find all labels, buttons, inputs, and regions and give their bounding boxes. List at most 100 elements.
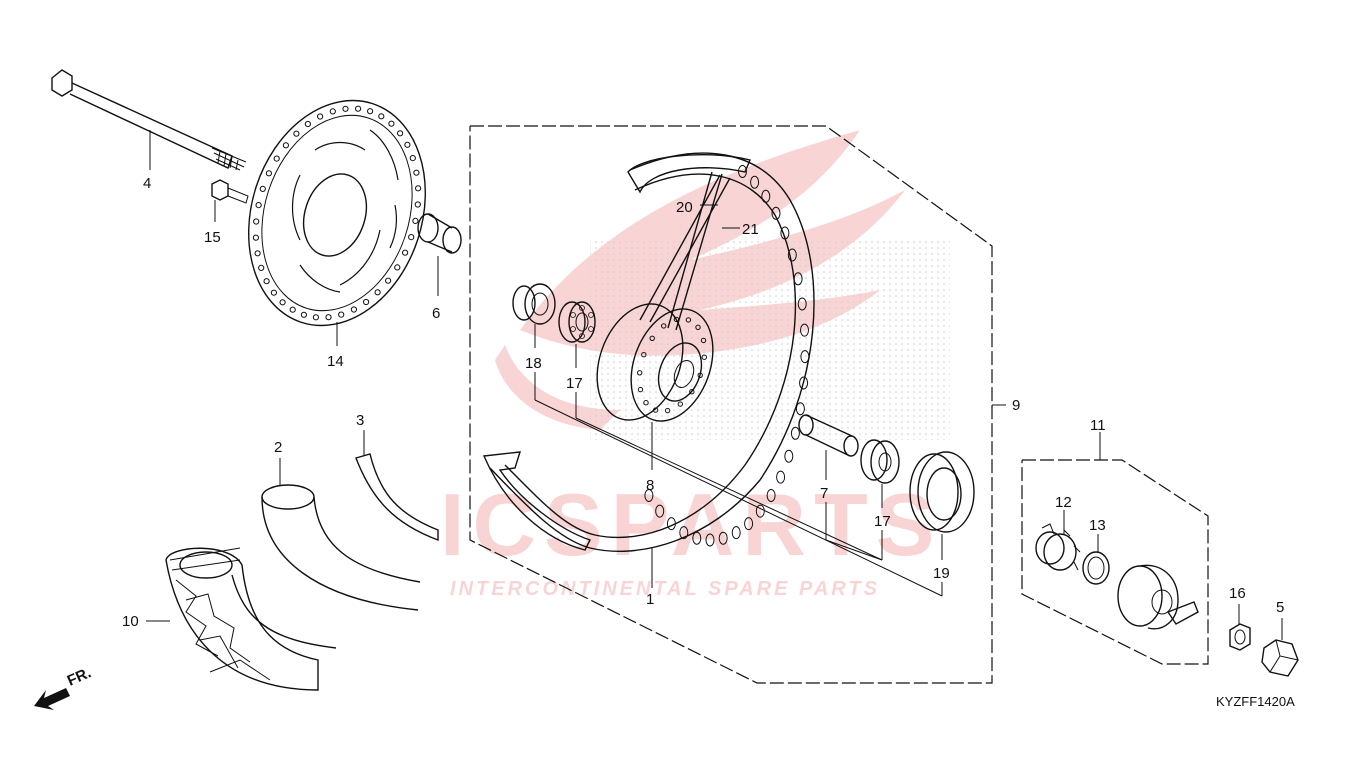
hub-spoke-hole xyxy=(661,323,667,329)
spokes-part xyxy=(639,171,740,331)
callout-7: 7 xyxy=(820,485,828,502)
hub-spoke-hole xyxy=(685,317,692,323)
disc-vent-hole xyxy=(317,113,324,120)
disc-vent-hole xyxy=(367,108,374,115)
watermark-brand: ICSPARTS xyxy=(440,475,942,574)
disc-vent-hole xyxy=(385,277,392,284)
disc-vent-hole xyxy=(263,278,270,285)
rim-spoke-hole xyxy=(795,402,805,416)
front-mark: FR. xyxy=(65,664,94,689)
disc-vent-hole xyxy=(412,217,419,224)
gear-retainer-part xyxy=(1035,510,1081,571)
washer-part xyxy=(1082,534,1110,585)
watermark: ICSPARTS INTERCONTINENTAL SPARE PARTS xyxy=(440,130,950,600)
hub-spoke-hole xyxy=(701,354,707,360)
rim-spoke-hole xyxy=(780,226,790,240)
disc-vent-hole xyxy=(355,105,362,112)
bearing-part-right xyxy=(860,439,900,508)
rim-spoke-hole xyxy=(731,526,741,540)
disc-vent-hole xyxy=(254,250,261,257)
hub-spoke-hole xyxy=(637,386,644,393)
gearbox-frame xyxy=(1021,459,1209,665)
rim-spoke-hole xyxy=(761,189,771,203)
callout-8: 8 xyxy=(646,477,654,494)
rim-spoke-hole xyxy=(799,376,809,390)
callout-9: 9 xyxy=(1012,397,1020,414)
hub-spoke-hole xyxy=(673,316,680,323)
callout-14: 14 xyxy=(327,353,344,370)
disc-vent-hole xyxy=(255,202,262,209)
hub-spoke-hole xyxy=(664,407,671,414)
dust-seal-part xyxy=(909,451,975,560)
callout-18: 18 xyxy=(525,355,542,372)
rim-spoke-hole xyxy=(644,489,654,502)
disc-vent-hole xyxy=(253,218,260,225)
rim-spoke-hole xyxy=(800,350,810,364)
disc-vent-hole xyxy=(265,170,272,177)
axle-nut-part xyxy=(1229,604,1251,651)
callout-4: 4 xyxy=(143,175,151,192)
disc-vent-hole xyxy=(325,314,332,321)
disc-vent-hole xyxy=(293,130,300,137)
hub-spoke-hole xyxy=(695,324,701,330)
disc-vent-hole xyxy=(394,264,401,271)
hub-spoke-hole xyxy=(637,370,643,376)
hub-spoke-hole xyxy=(700,337,707,344)
disc-vent-hole xyxy=(374,289,381,296)
rim-spoke-hole xyxy=(738,165,747,178)
disc-vent-hole xyxy=(300,311,307,318)
callout-6: 6 xyxy=(432,305,440,322)
callout-11: 11 xyxy=(1090,417,1106,434)
diagram-code: KYZFF1420A xyxy=(1216,694,1295,709)
rim-spoke-hole xyxy=(776,470,786,484)
disc-vent-hole xyxy=(408,234,415,241)
disc-vent-hole xyxy=(259,185,266,192)
disc-vent-hole xyxy=(279,299,286,306)
disc-vent-hole xyxy=(252,234,259,241)
disc-vent-hole xyxy=(404,141,411,148)
tire-part xyxy=(146,547,337,691)
disc-vent-hole xyxy=(270,289,277,296)
hub-spoke-hole xyxy=(697,372,703,378)
disc-vent-hole xyxy=(342,105,349,112)
callout-17-right: 17 xyxy=(874,513,891,530)
wheel-hub-part xyxy=(596,303,714,470)
inner-tube-part xyxy=(261,458,421,611)
reference-lines xyxy=(534,372,943,597)
disc-vent-hole xyxy=(258,264,265,271)
callout-15: 15 xyxy=(204,229,221,246)
disc-vent-hole xyxy=(282,142,289,149)
rim-spoke-hole xyxy=(790,426,800,440)
rim-spoke-hole xyxy=(718,531,728,545)
rim-band-part xyxy=(355,430,439,542)
axle-part xyxy=(51,69,247,171)
hub-spoke-hole xyxy=(643,400,649,406)
rim-spoke-hole xyxy=(793,272,803,286)
front-direction-icon: FR. xyxy=(34,664,94,710)
disc-vent-hole xyxy=(414,201,421,208)
rim-spoke-hole xyxy=(750,175,760,189)
disc-vent-hole xyxy=(338,311,345,318)
oil-seal-part xyxy=(512,283,556,348)
disc-vent-hole xyxy=(402,249,409,256)
callout-17-left: 17 xyxy=(566,375,583,392)
disc-bolt-part xyxy=(211,179,249,222)
disc-vent-hole xyxy=(397,130,404,137)
hub-spoke-hole xyxy=(677,401,683,407)
rim-spoke-hole xyxy=(679,526,689,540)
callout-12: 12 xyxy=(1055,494,1072,511)
brake-disc-part xyxy=(247,99,427,346)
disc-vent-hole xyxy=(312,314,319,321)
callout-20: 20 xyxy=(676,199,693,216)
bearing-part-left xyxy=(558,301,596,368)
disc-vent-hole xyxy=(304,120,311,128)
disc-vent-hole xyxy=(378,113,385,120)
disc-vent-hole xyxy=(415,185,422,192)
distance-collar-part xyxy=(798,414,859,480)
hub-spoke-hole xyxy=(649,335,655,341)
callout-10: 10 xyxy=(122,613,139,630)
hub-spoke-hole xyxy=(689,389,695,395)
callout-5: 5 xyxy=(1276,599,1284,616)
axle-cap-part xyxy=(1261,618,1299,677)
callout-3: 3 xyxy=(356,412,364,429)
